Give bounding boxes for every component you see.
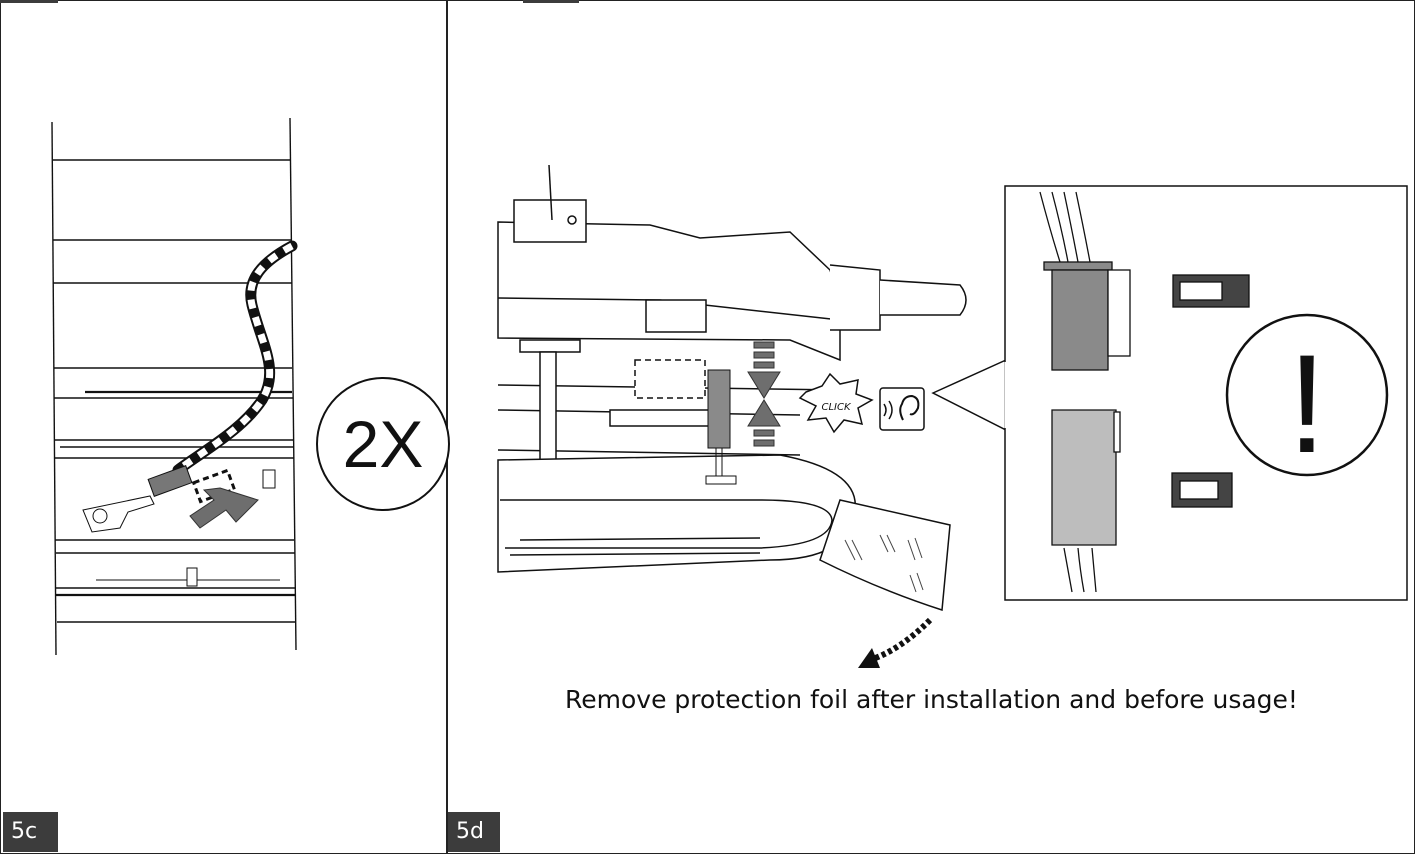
illustration-5d: CLICK ! xyxy=(497,164,1408,668)
cable-connector-5d xyxy=(705,369,737,485)
arrow-icon xyxy=(189,487,259,529)
step-badge-5d: 5d xyxy=(448,812,500,852)
callout-pointer xyxy=(931,358,1007,432)
top-tab-right xyxy=(523,0,579,3)
click-label: CLICK xyxy=(821,402,851,413)
step-badge-5c: 5c xyxy=(3,812,58,852)
ear-icon xyxy=(879,387,925,431)
press-arrows xyxy=(747,341,781,447)
cable xyxy=(172,240,298,476)
caption-remove-foil: Remove protection foil after installatio… xyxy=(565,685,1298,714)
click-burst xyxy=(798,372,874,434)
warning-symbol: ! xyxy=(1288,325,1327,482)
arrow-icon xyxy=(869,617,933,663)
protection-foil xyxy=(819,499,951,612)
illustration-5c xyxy=(51,117,298,656)
exclamation-warning-icon xyxy=(1225,313,1389,477)
multiplier-2x: 2X xyxy=(316,377,450,511)
top-tab-left xyxy=(0,0,58,3)
